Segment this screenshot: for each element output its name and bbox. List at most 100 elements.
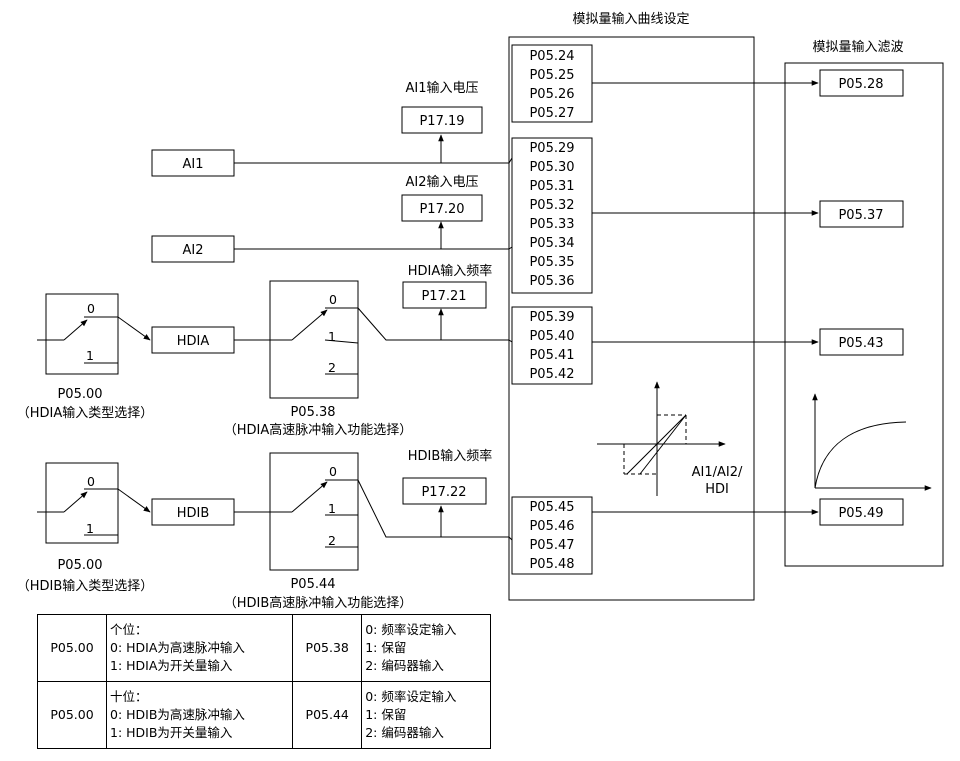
switch-pos-label: 0 (87, 301, 95, 316)
curve-code: P05.47 (529, 538, 574, 553)
filter-response-icon (812, 393, 932, 491)
curve-setting-title: 模拟量输入曲线设定 (572, 11, 689, 27)
legend-code-cell: P05.00 (37, 614, 107, 682)
hdib-monitor-code: P17.22 (421, 485, 466, 500)
hdia-type-switch (45, 293, 119, 375)
legend-desc-line: 1: 保留 (365, 640, 407, 655)
legend-desc-line: 2: 编码器输入 (365, 658, 444, 673)
hdia-frequency-label: HDIA输入频率 (408, 263, 493, 279)
switch-pos-label: 2 (328, 533, 336, 548)
hdib-function-code: P05.44 (290, 577, 335, 592)
curve-code: P05.31 (529, 179, 574, 194)
input-filter-panel (784, 62, 944, 567)
ai2-signal-line (234, 246, 513, 250)
ai2-monitor-code: P17.20 (419, 202, 464, 217)
filter-code: P05.28 (838, 77, 883, 92)
legend-desc-cell: 0: 频率设定输入 1: 保留 2: 编码器输入 (361, 681, 491, 749)
hdia-type-caption: （HDIA输入类型选择） (17, 405, 154, 421)
curve-group-ai2 (511, 137, 593, 294)
curve-code: P05.25 (529, 68, 574, 83)
parameter-legend-table: P05.00 个位： 0: HDIA为高速脉冲输入 1: HDIA为开关量输入 … (37, 614, 491, 749)
ai2-voltage-label: AI2输入电压 (406, 174, 479, 190)
switch-pos-label: 0 (329, 464, 337, 479)
legend-desc-line: 十位： (110, 689, 148, 704)
hdia-input-label: HDIA (177, 334, 210, 349)
hdia-monitor-box (402, 281, 487, 309)
curve-group-hdib (511, 496, 593, 575)
legend-desc-cell: 十位： 0: HDIB为高速脉冲输入 1: HDIB为开关量输入 (105, 681, 294, 749)
hdia-type-code: P05.00 (57, 387, 102, 402)
switch-pos-label: 1 (328, 329, 336, 344)
legend-desc-line: 0: HDIA为高速脉冲输入 (110, 640, 245, 655)
curve-code: P05.27 (529, 106, 574, 121)
curve-code: P05.40 (529, 329, 574, 344)
hdib-frequency-label: HDIB输入频率 (408, 448, 493, 464)
hdia-function-pos1-line (324, 339, 359, 344)
curve-code: P05.45 (529, 500, 574, 515)
hdia-type-output-arrow (117, 316, 151, 341)
ai1-monitor-box (401, 106, 483, 134)
legend-desc-line: 0: 频率设定输入 (365, 689, 457, 704)
hdib-monitor-box (402, 477, 487, 505)
input-filter-title: 模拟量输入滤波 (812, 39, 903, 55)
curve-graph-label-line2: HDI (705, 482, 729, 497)
legend-desc-cell: 0: 频率设定输入 1: 保留 2: 编码器输入 (361, 614, 491, 682)
filter-box-2 (819, 200, 904, 228)
ai2-input-label: AI2 (183, 243, 204, 258)
hdia-monitor-code: P17.21 (421, 289, 466, 304)
ai2-monitor-box (401, 194, 483, 222)
curve-code: P05.48 (529, 557, 574, 572)
legend-code-cell: P05.00 (37, 681, 107, 749)
legend-desc-line: 0: HDIB为高速脉冲输入 (110, 707, 245, 722)
legend-desc-line: 1: HDIB为开关量输入 (110, 725, 233, 740)
switch-pos-label: 0 (87, 474, 95, 489)
curve-code: P05.46 (529, 519, 574, 534)
filter-box-3 (819, 328, 904, 356)
hdib-function-caption: （HDIB高速脉冲输入功能选择） (224, 595, 413, 611)
curve-code: P05.33 (529, 217, 574, 232)
ai1-input-label: AI1 (183, 157, 204, 172)
hdib-type-switch-blade (63, 491, 88, 513)
legend-desc-line: 2: 编码器输入 (365, 725, 444, 740)
legend-code-cell: P05.38 (292, 614, 363, 682)
switch-pos-label: 0 (329, 292, 337, 307)
hdib-type-output-arrow (117, 488, 151, 513)
hdib-signal-line (357, 479, 513, 541)
hdia-input-box (151, 326, 235, 354)
hdib-type-code: P05.00 (57, 558, 102, 573)
curve-graph-label-line1: AI1/AI2/ (692, 465, 743, 480)
hdia-type-switch-blade (63, 319, 88, 341)
curve-code: P05.35 (529, 255, 574, 270)
legend-desc-line: 0: 频率设定输入 (365, 622, 457, 637)
hdib-input-label: HDIB (177, 506, 210, 521)
legend-desc-cell: 个位： 0: HDIA为高速脉冲输入 1: HDIA为开关量输入 (105, 614, 294, 682)
filter-box-1 (819, 69, 904, 97)
legend-desc-line: 个位： (110, 622, 148, 637)
filter-code: P05.49 (838, 506, 883, 521)
hdib-type-caption: （HDIB输入类型选择） (17, 578, 154, 594)
curve-code: P05.24 (529, 49, 574, 64)
hdib-input-box (151, 498, 235, 526)
ai1-input-box (151, 149, 235, 177)
filter-code: P05.37 (838, 208, 883, 223)
switch-pos-label: 1 (328, 501, 336, 516)
curve-code: P05.32 (529, 198, 574, 213)
ai1-monitor-code: P17.19 (419, 114, 464, 129)
legend-desc-line: 1: 保留 (365, 707, 407, 722)
hdia-function-code: P05.38 (290, 405, 335, 420)
legend-desc-line: 1: HDIA为开关量输入 (110, 658, 233, 673)
table-row: P05.00 个位： 0: HDIA为高速脉冲输入 1: HDIA为开关量输入 … (37, 614, 491, 682)
curve-code: P05.29 (529, 141, 574, 156)
switch-pos-label: 1 (86, 521, 94, 536)
switch-pos-label: 1 (86, 348, 94, 363)
curve-code: P05.30 (529, 160, 574, 175)
curve-code: P05.41 (529, 348, 574, 363)
curve-group-hdia (511, 306, 593, 385)
switch-pos-label: 2 (328, 360, 336, 375)
hdia-function-caption: （HDIA高速脉冲输入功能选择） (224, 422, 413, 438)
filter-code: P05.43 (838, 336, 883, 351)
curve-code: P05.34 (529, 236, 574, 251)
curve-graph-icon: AI1/AI2/ HDI (597, 381, 743, 497)
